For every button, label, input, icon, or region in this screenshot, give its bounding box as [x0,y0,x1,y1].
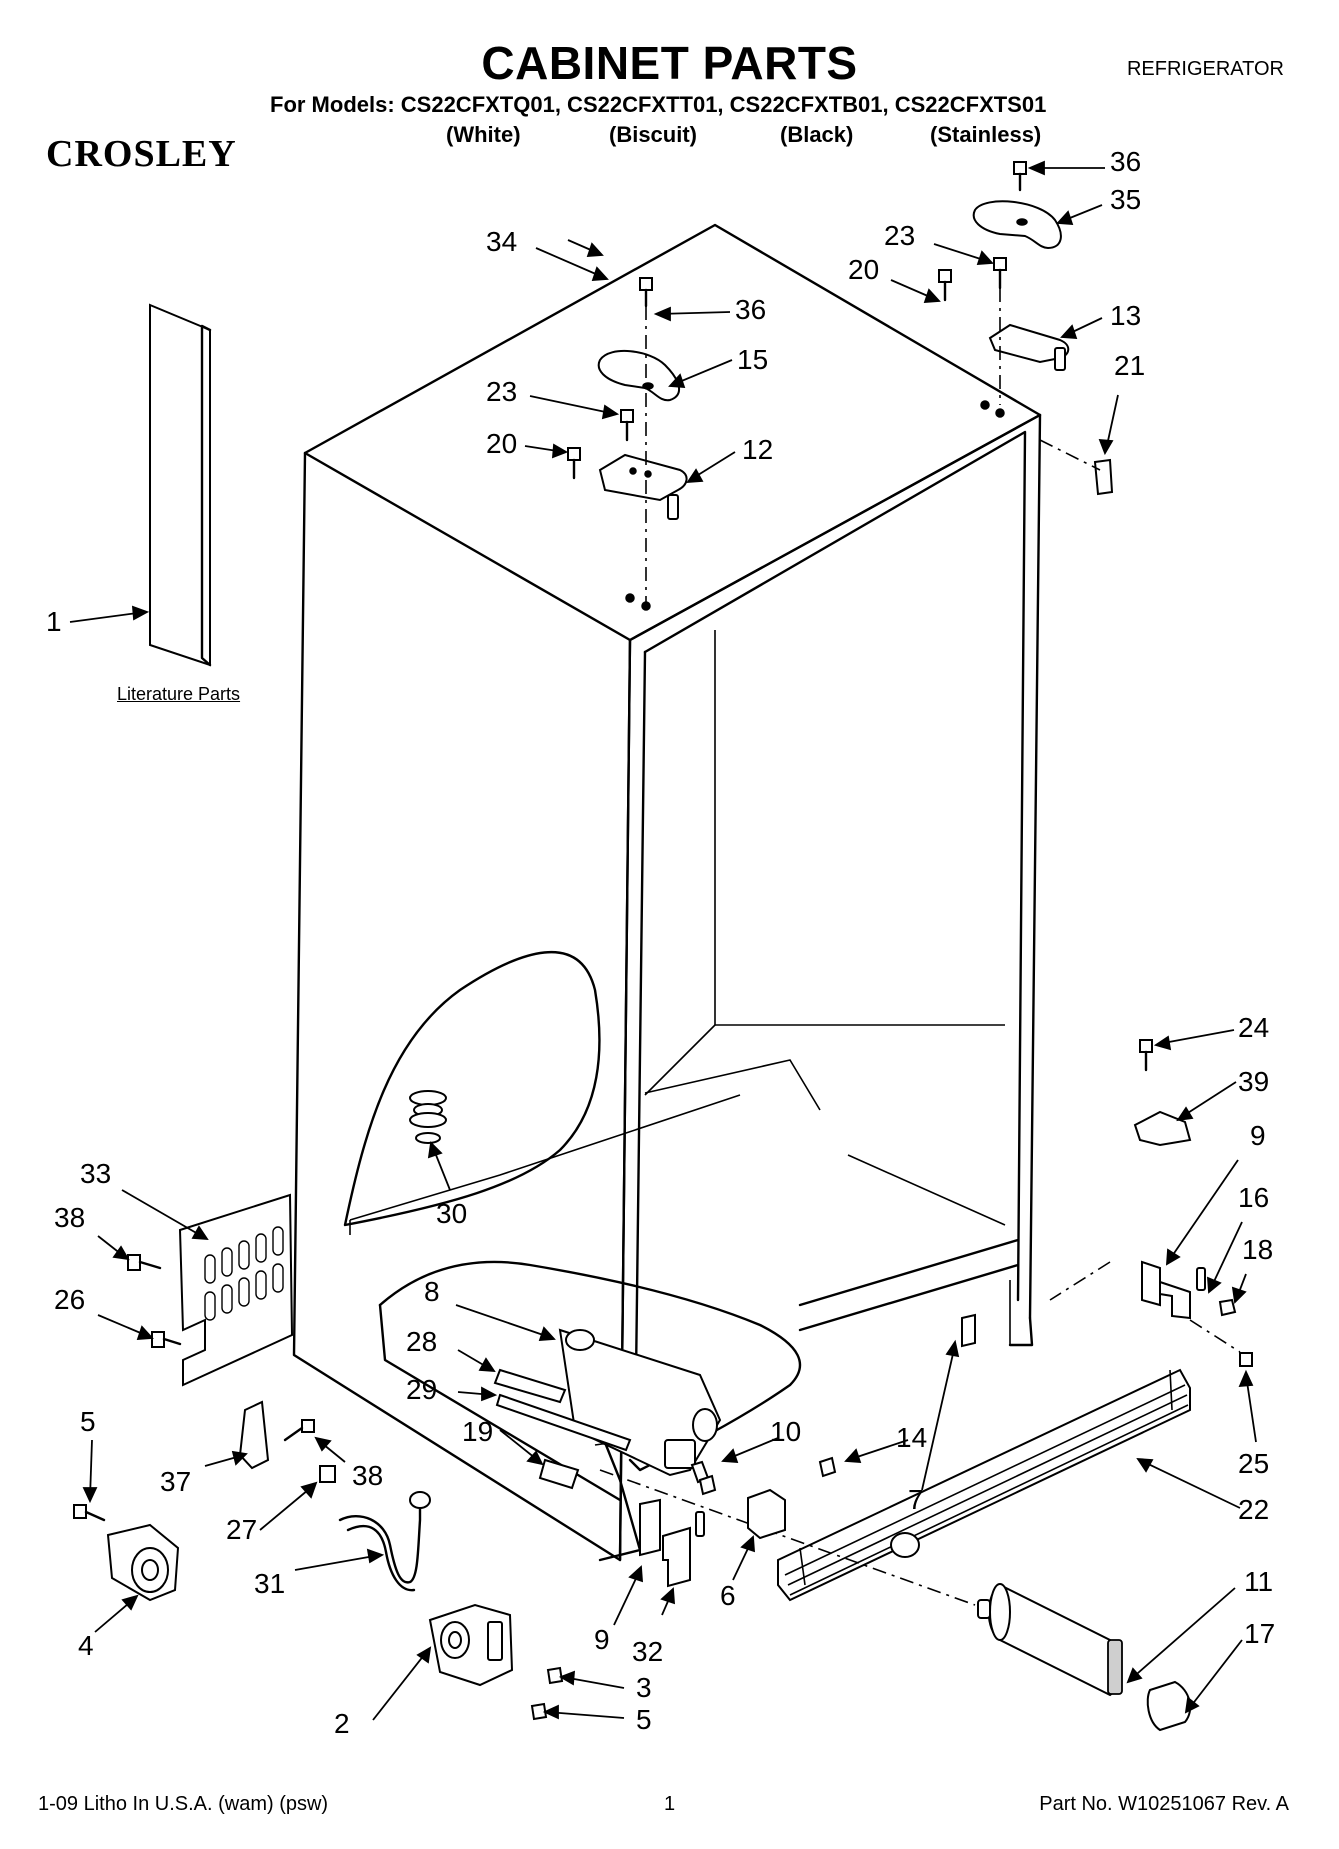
callout-24: 24 [1238,1012,1270,1043]
callout-36-left: 36 [735,294,767,325]
water-filter [977,1583,1192,1732]
callout-2: 2 [334,1708,350,1739]
callout-6: 6 [720,1580,736,1611]
footer-litho: 1-09 Litho In U.S.A. (wam) (psw) [38,1793,329,1815]
cabinet-shell [292,223,1042,1562]
callout-22: 22 [1238,1494,1270,1525]
callout-38-left: 38 [54,1202,86,1233]
cutaway-insulation-view [343,950,741,1235]
toe-grille [599,1368,1191,1606]
callout-7: 7 [908,1484,924,1515]
callout-27: 27 [226,1514,258,1545]
callout-17: 17 [1244,1618,1276,1649]
rear-access-panel [127,1193,294,1387]
page-title: CABINET PARTS [481,37,858,89]
hinge-top-right-assembly [938,161,1114,496]
callout-29: 29 [406,1374,438,1405]
appliance-category: REFRIGERATOR [1126,58,1284,80]
variant-white: (White) [446,122,521,147]
callout-13: 13 [1110,300,1142,331]
callout-3: 3 [636,1672,652,1703]
literature-parts-label: Literature Parts [117,684,241,704]
callout-5-bottom: 5 [636,1704,652,1735]
models-line: For Models: CS22CFXTQ01, CS22CFXTT01, CS… [270,92,1047,117]
footer-part-number: Part No. W10251067 Rev. A [1039,1793,1289,1815]
callout-4: 4 [78,1630,94,1661]
callout-34: 34 [486,226,518,257]
callout-35: 35 [1110,184,1142,215]
small-brackets [639,1313,976,1588]
variant-biscuit: (Biscuit) [609,122,697,147]
callout-10: 10 [770,1416,802,1447]
literature-booklet [149,303,212,667]
callout-33: 33 [80,1158,112,1189]
callout-19: 19 [462,1416,494,1447]
callout-20-right: 20 [848,254,880,285]
callout-1: 1 [46,606,62,637]
callout-14: 14 [896,1422,928,1453]
hinge-bottom-right-assembly [1049,1039,1253,1367]
callout-9-bottom: 9 [594,1624,610,1655]
callout-8: 8 [424,1276,440,1307]
variant-black: (Black) [780,122,854,147]
callout-31: 31 [254,1568,286,1599]
callout-28: 28 [406,1326,438,1357]
callout-25: 25 [1238,1448,1270,1479]
hinge-top-left-assembly [567,277,688,611]
callout-20-left: 20 [486,428,518,459]
brand-logo: CROSLEY [46,133,237,175]
callout-32: 32 [632,1636,664,1667]
drain-fitting [409,1090,447,1144]
callout-15: 15 [737,344,769,375]
callout-12: 12 [742,434,774,465]
callout-16: 16 [1238,1182,1270,1213]
callout-26: 26 [54,1284,86,1315]
callout-39: 39 [1238,1066,1270,1097]
callout-36-top-right: 36 [1110,146,1142,177]
callout-30: 30 [436,1198,468,1229]
callout-11: 11 [1244,1566,1274,1597]
callout-37: 37 [160,1466,192,1497]
callout-5-left: 5 [80,1406,96,1437]
variant-stainless: (Stainless) [930,122,1042,147]
callout-18: 18 [1242,1234,1274,1265]
callout-23-left: 23 [486,376,518,407]
callout-21: 21 [1114,350,1146,381]
callout-38-bottom: 38 [352,1460,384,1491]
callout-9-right: 9 [1250,1120,1266,1151]
leveling-roller-and-fittings [73,1400,564,1721]
leader-arrows [69,160,1257,1721]
water-valve-assembly [493,1328,722,1490]
callout-23-right: 23 [884,220,916,251]
footer-page-number: 1 [664,1793,676,1815]
